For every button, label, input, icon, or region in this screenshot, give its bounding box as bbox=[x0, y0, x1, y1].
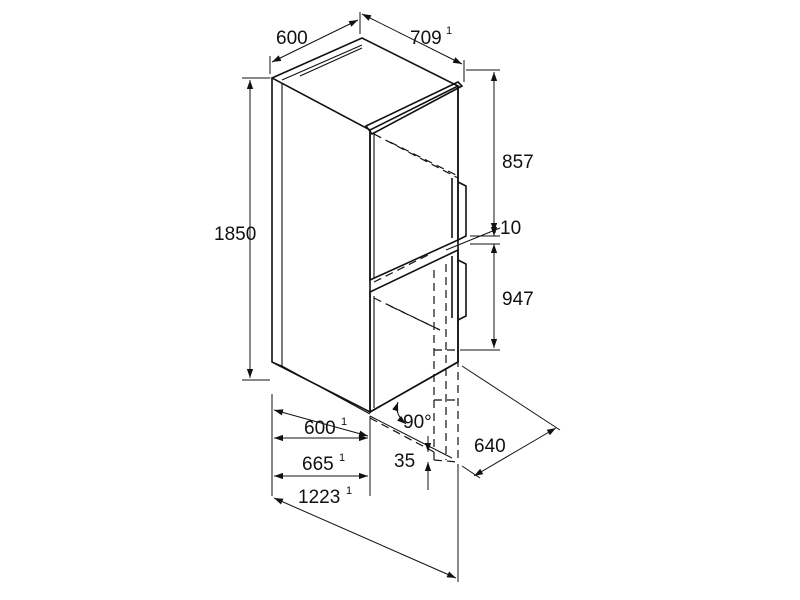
label-door-angle: 90° bbox=[403, 412, 432, 433]
label-lower-door: 947 bbox=[502, 289, 534, 310]
label-height: 1850 bbox=[214, 224, 256, 245]
dim-height bbox=[242, 77, 270, 381]
upper-door bbox=[369, 86, 459, 282]
fridge-top-face bbox=[270, 37, 460, 131]
dim-top-width bbox=[269, 12, 361, 74]
label-depth-closed: 665 bbox=[302, 454, 334, 475]
label-swing: 640 bbox=[474, 436, 506, 457]
label-base-width-note: 1 bbox=[341, 416, 347, 428]
dim-bottom bbox=[271, 394, 459, 582]
upper-handle bbox=[451, 178, 467, 241]
fridge-body bbox=[270, 37, 467, 415]
dim-right-vertical bbox=[445, 69, 501, 351]
label-top-width: 600 bbox=[276, 28, 308, 49]
fridge-side-face bbox=[271, 78, 371, 414]
dim-door-angle bbox=[392, 401, 407, 425]
label-top-depth: 709 bbox=[410, 28, 442, 49]
label-depth-open-note: 1 bbox=[346, 485, 352, 497]
label-top-depth-note: 1 bbox=[446, 25, 452, 37]
label-depth-open: 1223 bbox=[298, 487, 340, 508]
label-base-width: 600 bbox=[304, 418, 336, 439]
open-door-outline bbox=[369, 133, 459, 463]
label-offset: 35 bbox=[394, 451, 415, 472]
label-gap: 10 bbox=[500, 218, 521, 239]
label-depth-closed-note: 1 bbox=[339, 452, 345, 464]
dim-swing bbox=[461, 365, 561, 479]
label-upper-door: 857 bbox=[502, 152, 534, 173]
lower-handle bbox=[451, 256, 467, 321]
dim-top-depth bbox=[361, 13, 465, 82]
fridge-front-face bbox=[369, 86, 459, 413]
